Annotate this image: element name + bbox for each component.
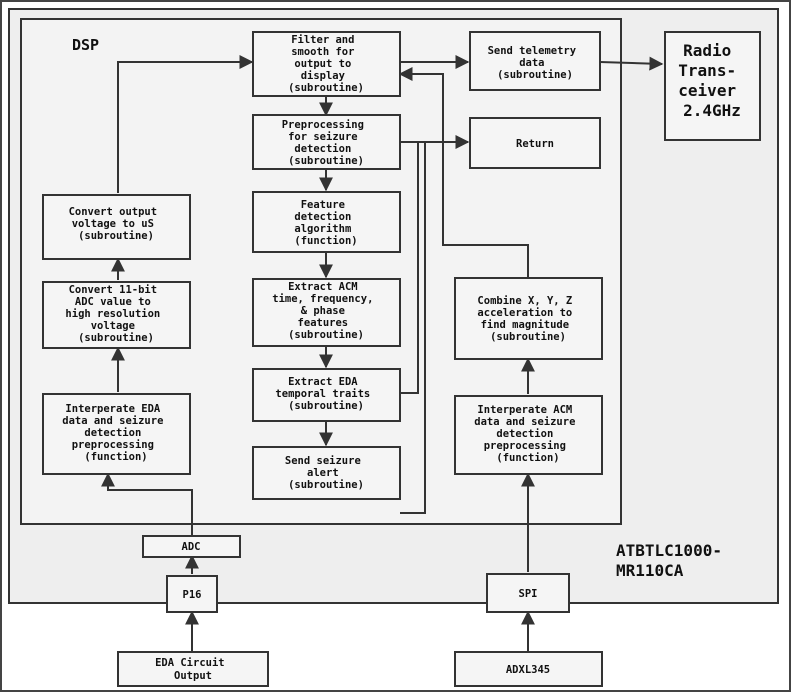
svg-text:Preprocessing for seizur: Preprocessing for seizure detection (sub…: [282, 119, 371, 167]
box-filter: Filter and smooth for output to display …: [252, 31, 401, 97]
chip-label: ATBTLC1000- MR110CA: [616, 541, 732, 580]
arrow-adc-to-interpeda: [101, 472, 193, 536]
svg-text:Extract ACM time, freque: Extract ACM time, frequency, & phase fea…: [272, 281, 379, 341]
svg-text:Interperate ACM data and: Interperate ACM data and seizure detecti…: [474, 404, 581, 464]
arrow-telemetry-to-radio: [599, 56, 664, 71]
arrow-combine-to-filter: [398, 67, 529, 278]
svg-text:Interperate EDA data and: Interperate EDA data and seizure detecti…: [62, 403, 169, 463]
box-seizure-alert: Send seizure alert (subroutine): [252, 446, 401, 500]
svg-text:Return: Return: [516, 138, 554, 150]
box-radio: Radio Trans- ceiver 2.4GHz: [664, 31, 761, 141]
svg-text:Radio Trans- ceive: Radio Trans- ceiver 2.4GHz: [678, 41, 745, 120]
svg-text:Feature detection: Feature detection algorithm (function): [294, 199, 357, 247]
svg-text:Send telemetry data: Send telemetry data (subroutine): [488, 45, 583, 81]
svg-text:P16: P16: [183, 589, 202, 601]
box-interperate-eda: Interperate EDA data and seizure detecti…: [42, 393, 191, 475]
box-extract-acm: Extract ACM time, frequency, & phase fea…: [252, 278, 401, 347]
svg-text:ADC: ADC: [182, 541, 201, 553]
dsp-title: DSP: [72, 36, 99, 54]
box-spi: SPI: [486, 573, 570, 613]
svg-text:SPI: SPI: [519, 588, 538, 600]
box-adxl345: ADXL345: [454, 651, 603, 687]
box-p16: P16: [166, 575, 218, 613]
box-preprocessing: Preprocessing for seizure detection (sub…: [252, 114, 401, 170]
box-combine-xyz: Combine X, Y, Z acceleration to find mag…: [454, 277, 603, 360]
svg-text:EDA Circuit Output: EDA Circuit Output: [155, 657, 231, 682]
line-alert-to-return: [400, 142, 426, 514]
box-convert-us: Convert output voltage to uS (subroutine…: [42, 194, 191, 260]
connectors: [101, 55, 664, 652]
box-convert-adc: Convert 11-bit ADC value to high resolut…: [42, 281, 191, 349]
arrow-convertus-to-filter: [117, 55, 254, 193]
box-return: Return: [469, 117, 601, 169]
svg-text:Extract EDA temporal tra: Extract EDA temporal traits (subroutine): [275, 376, 376, 412]
svg-text:Filter and smooth for: Filter and smooth for output to display …: [288, 34, 364, 94]
svg-text:Convert output voltage t: Convert output voltage to uS (subroutine…: [69, 206, 164, 242]
box-telemetry: Send telemetry data (subroutine): [469, 31, 601, 91]
svg-text:ADXL345: ADXL345: [506, 664, 550, 676]
svg-text:Convert 11-bit ADC value: Convert 11-bit ADC value to high resolut…: [65, 284, 166, 344]
box-feature-detection: Feature detection algorithm (function): [252, 191, 401, 253]
box-eda-circuit: EDA Circuit Output: [117, 651, 269, 687]
box-interperate-acm: Interperate ACM data and seizure detecti…: [454, 395, 603, 475]
svg-text:Send seizure alert: Send seizure alert (subroutine): [285, 455, 367, 491]
box-adc: ADC: [142, 535, 241, 558]
box-extract-eda: Extract EDA temporal traits (subroutine): [252, 368, 401, 422]
svg-text:Combine X, Y, Z accelera: Combine X, Y, Z acceleration to find mag…: [477, 295, 578, 343]
